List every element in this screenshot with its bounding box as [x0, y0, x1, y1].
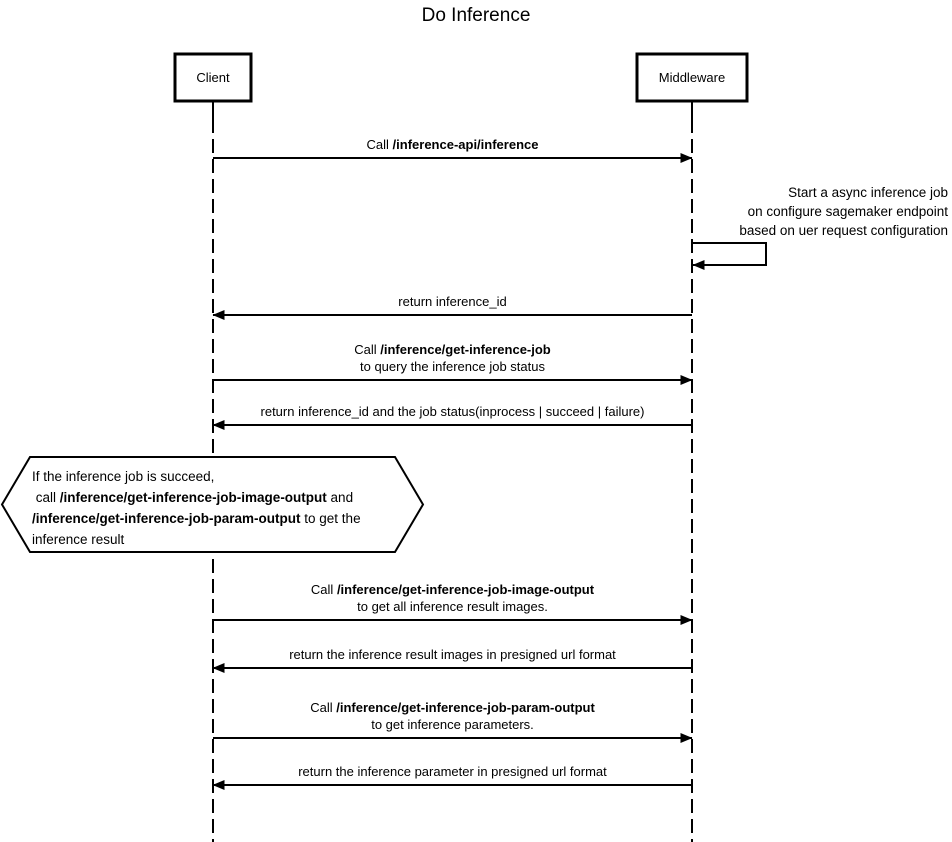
message-label-line: to query the inference job status [359, 359, 545, 374]
self-message-note-line: based on uer request configuration [739, 223, 948, 238]
message-label-return-job-status: return inference_id and the job status(i… [203, 403, 702, 420]
message-label-line: return the inference parameter in presig… [298, 764, 607, 779]
message-label-return-image-urls: return the inference result images in pr… [203, 646, 702, 663]
participant-label-middleware: Middleware [658, 69, 726, 85]
message-label-line: Call /inference-api/inference [366, 137, 539, 152]
participant-label-client: Client [196, 69, 230, 85]
self-message-arrow-start-async-inference-job[interactable] [692, 242, 767, 270]
message-label-call-inference-api: Call /inference-api/inference [203, 136, 702, 153]
message-label-line: return inference_id [398, 294, 507, 309]
hex-note-text: If the inference job is succeed, call /i… [32, 466, 412, 550]
hex-note-line: /inference/get-inference-job-param-outpu… [32, 511, 361, 526]
self-message-note-line: on configure sagemaker endpoint [747, 204, 948, 219]
hex-note-line: inference result [32, 532, 125, 547]
message-label-return-param-url: return the inference parameter in presig… [203, 763, 702, 780]
message-label-call-param-output: Call /inference/get-inference-job-param-… [203, 699, 702, 733]
message-label-return-inference-id: return inference_id [203, 293, 702, 310]
message-label-line: Call /inference/get-inference-job [354, 342, 551, 357]
message-label-line: return the inference result images in pr… [289, 647, 616, 662]
self-message-note-line: Start a async inference job [788, 185, 948, 200]
message-label-line: return inference_id and the job status(i… [260, 404, 645, 419]
message-label-call-image-output: Call /inference/get-inference-job-image-… [203, 581, 702, 615]
message-label-call-get-inference-job: Call /inference/get-inference-job to quer… [203, 341, 702, 375]
message-label-line: Call /inference/get-inference-job-image-… [310, 582, 595, 597]
diagram-title: Do Inference [421, 5, 531, 26]
hex-note-line: call /inference/get-inference-job-image-… [32, 490, 354, 505]
message-label-line: to get inference parameters. [371, 717, 534, 732]
message-label-line: to get all inference result images. [357, 599, 548, 614]
message-label-line: Call /inference/get-inference-job-param-… [310, 700, 595, 715]
hex-note-line: If the inference job is succeed, [32, 469, 215, 484]
self-message-note-start-async-inference-job: Start a async inference job on configure … [620, 183, 948, 240]
